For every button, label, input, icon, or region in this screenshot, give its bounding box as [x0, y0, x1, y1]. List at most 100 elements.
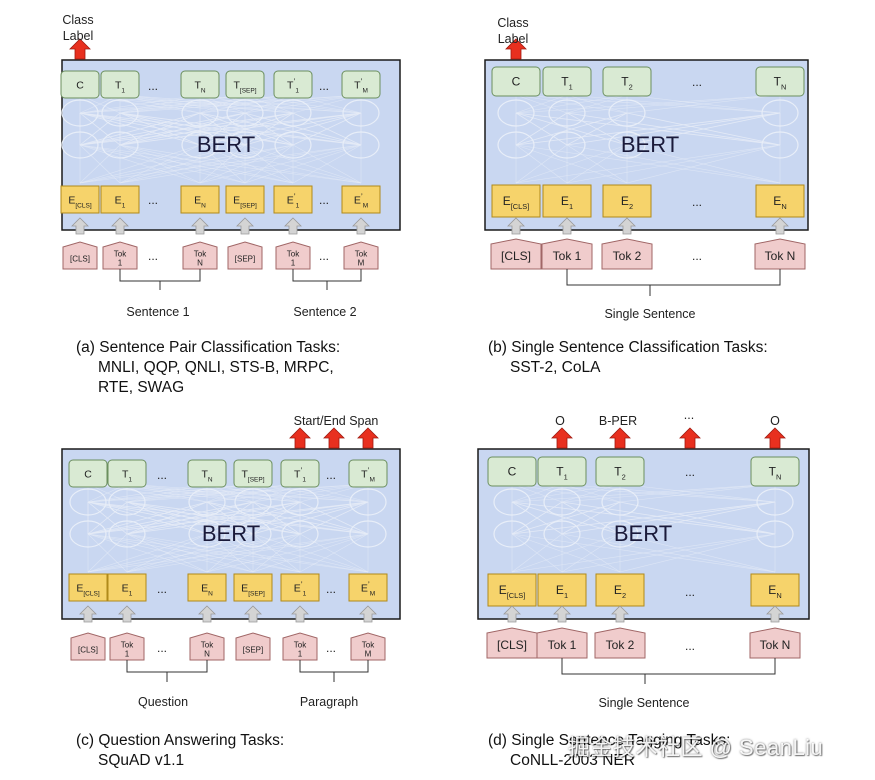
embedding-box [180, 185, 220, 214]
embedding-box [602, 184, 652, 218]
transformer-node [274, 99, 312, 127]
attention-line [126, 533, 208, 573]
token-label: [CLS] [70, 255, 90, 264]
box-label: T1 [122, 469, 132, 484]
ellipsis: ... [685, 585, 695, 599]
attention-line [515, 112, 628, 146]
attention-line [119, 144, 294, 184]
attention-line [87, 533, 301, 573]
attention-line [299, 533, 369, 573]
box-label: T1 [115, 80, 125, 95]
attention-line [79, 94, 246, 114]
ellipsis: ... [319, 193, 329, 207]
box-label: TN [201, 469, 212, 484]
token-label: Tok [287, 250, 300, 259]
embedding-box [280, 573, 320, 602]
output-box [68, 459, 108, 488]
input-arrow [359, 605, 377, 623]
attention-line [126, 533, 369, 573]
input-arrow [558, 217, 576, 235]
box-label: E1 [115, 195, 126, 210]
ellipsis: ... [326, 582, 336, 596]
input-token-box [594, 627, 646, 659]
transformer-node [608, 131, 646, 159]
embedding-box [225, 185, 265, 214]
transformer-mesh [69, 483, 387, 573]
embedding-box [491, 184, 541, 218]
token-label: Tok [114, 250, 127, 259]
input-arrow [611, 605, 629, 623]
attention-line [79, 112, 121, 146]
output-arrow [551, 427, 573, 449]
ellipsis: ... [685, 639, 695, 653]
watermark: 掘金技术社区 @ SeanLiu [568, 735, 824, 760]
attention-line [119, 112, 201, 146]
attention-line [126, 501, 208, 535]
attention-line [619, 533, 776, 573]
attention-line [126, 501, 254, 535]
group-bracket [566, 269, 781, 296]
transformer-node [69, 488, 107, 516]
embedding-box [273, 185, 313, 214]
input-token-box [536, 627, 588, 659]
attention-line [199, 112, 362, 146]
box-label: T1 [561, 75, 572, 92]
token-label: Tok [294, 641, 307, 650]
output-box [60, 70, 100, 99]
group-bracket [126, 660, 208, 682]
attention-line [87, 533, 208, 573]
input-arrow [503, 605, 521, 623]
attention-line [119, 94, 362, 114]
transformer-node [548, 131, 586, 159]
attention-line [566, 144, 781, 184]
attention-line [561, 483, 621, 503]
token-label: Tok 1 [548, 638, 577, 652]
token-label: Tok [194, 250, 207, 259]
group-bracket [299, 660, 369, 682]
caption-line: RTE, SWAG [98, 379, 185, 396]
attention-line [79, 94, 201, 114]
attention-line [515, 144, 781, 184]
attention-line [566, 94, 781, 114]
embedding-box [750, 573, 800, 607]
attention-line [511, 533, 563, 573]
attention-line [87, 501, 128, 535]
embedding-box [542, 184, 592, 218]
token-label: N [204, 650, 210, 659]
attention-line [126, 533, 254, 573]
attention-line [119, 94, 294, 114]
attention-line [244, 144, 294, 184]
attention-line [619, 483, 776, 503]
attention-line [292, 112, 362, 146]
token-label: [CLS] [78, 646, 98, 655]
attention-line [79, 112, 246, 146]
attention-line [626, 144, 781, 184]
output-box [225, 70, 265, 99]
token-label: Tok [201, 641, 214, 650]
input-token-box [601, 238, 653, 270]
transformer-node [756, 520, 794, 548]
input-arrow [284, 217, 302, 235]
input-arrow [766, 605, 784, 623]
input-token-box [109, 632, 145, 661]
input-token-box [490, 238, 542, 270]
embedding-box [68, 573, 108, 602]
attention-line [199, 112, 294, 146]
ellipsis: ... [157, 641, 167, 655]
transformer-node [349, 520, 387, 548]
attention-line [126, 501, 301, 535]
output-box [107, 459, 147, 488]
embedding-box [595, 573, 645, 607]
input-token-box [102, 241, 138, 270]
output-box [491, 66, 541, 97]
token-label: 1 [125, 650, 130, 659]
transformer-mesh [497, 94, 799, 184]
attention-line [206, 501, 301, 535]
attention-line [87, 533, 254, 573]
attention-line [79, 144, 362, 184]
attention-line [119, 112, 362, 146]
output-box [602, 66, 652, 97]
token-label: M [365, 650, 372, 659]
